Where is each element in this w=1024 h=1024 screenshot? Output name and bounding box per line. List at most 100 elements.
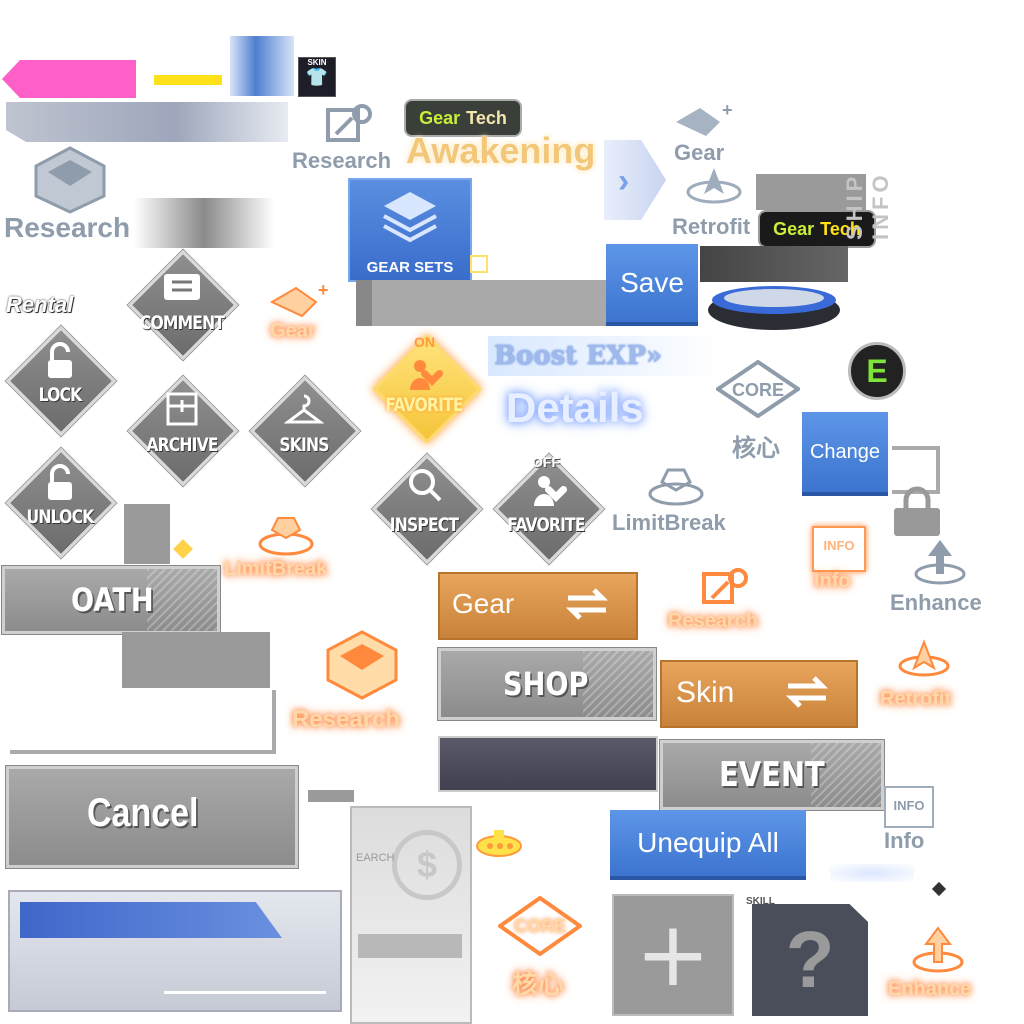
core-orange-zh: 核心: [512, 970, 565, 1000]
research-orange-right-label: Research: [668, 610, 759, 632]
padlock-icon: [40, 464, 80, 500]
cancel-button[interactable]: Cancel: [6, 766, 298, 868]
gray-panel-under-oath: [122, 632, 270, 688]
limitbreak-gray-icon[interactable]: [646, 464, 706, 514]
retrofit-orange-icon[interactable]: [896, 638, 952, 688]
gear-swap-button[interactable]: Gear: [438, 572, 638, 640]
layers-icon: [383, 192, 437, 243]
skin-badge-label: SKIN: [307, 58, 327, 67]
blue-progress-fill: [20, 902, 282, 938]
rental-label: Rental: [6, 292, 74, 317]
research-orange-cube-icon[interactable]: [326, 630, 398, 700]
retrofit-top-label: Retrofit: [672, 214, 751, 239]
shop-label: SHOP: [503, 665, 589, 703]
details-label[interactable]: Details: [506, 384, 644, 431]
white-line-accent: [164, 991, 326, 994]
limitbreak-orange-icon[interactable]: [256, 512, 316, 562]
lock-label: LOCK: [38, 384, 83, 406]
archive-icon: [162, 390, 202, 426]
limitbreak-orange-label: LimitBreak: [224, 558, 328, 580]
gear-orange-icon[interactable]: +: [266, 280, 332, 322]
gray-bar-under-gearsets: [356, 280, 606, 326]
ship-info-vertical-label: SHIP INFO: [842, 171, 893, 240]
enhance-gray-label: Enhance: [890, 590, 982, 615]
event-label: EVENT: [719, 755, 825, 795]
research-cube-icon[interactable]: [34, 146, 106, 214]
core-orange-icon[interactable]: CORE: [496, 895, 584, 957]
gear-sets-button[interactable]: GEAR SETS: [348, 178, 472, 282]
oath-button[interactable]: OATH: [2, 566, 220, 634]
info-orange-label: Info: [814, 570, 851, 592]
silver-banner-bar: [6, 102, 288, 142]
platform-pedestal-icon: [704, 280, 844, 332]
dollar-coin-icon: $: [392, 830, 462, 900]
comment-icon: [162, 272, 202, 306]
search-card: $ EARCH: [350, 806, 472, 1024]
small-gray-tab: [308, 790, 354, 802]
favorite-off-diamond-button[interactable]: [493, 453, 605, 565]
retrofit-icon[interactable]: [684, 164, 744, 216]
oath-label: OATH: [71, 581, 154, 619]
gray-frame-line: [10, 690, 276, 754]
swap-arrows-icon: [565, 588, 609, 620]
gear-tech-tech-1: Tech: [466, 107, 507, 128]
comment-label: COMMENT: [139, 312, 225, 334]
boost-exp-label[interactable]: Boost EXP»: [488, 336, 724, 376]
unknown-skill-slot[interactable]: ?: [752, 904, 868, 1016]
swap-arrows-icon-2: [785, 676, 829, 708]
research-left-label: Research: [4, 212, 131, 243]
favorite-off-label: FAVORITE: [507, 514, 585, 536]
core-gray-icon[interactable]: CORE: [714, 359, 802, 419]
core-gray-en: CORE: [731, 380, 784, 400]
core-orange-en: CORE: [513, 916, 566, 936]
gear-top-label: Gear: [674, 140, 725, 165]
limitbreak-gray-label: LimitBreak: [612, 510, 726, 535]
info-orange-icon[interactable]: INFO: [812, 526, 866, 572]
gray-gradient-strip: [134, 198, 274, 248]
research-icon[interactable]: [322, 100, 378, 150]
unequip-all-button[interactable]: Unequip All: [610, 810, 806, 880]
retrofit-orange-label: Retrofit: [880, 688, 952, 710]
skin-swap-button[interactable]: Skin: [660, 660, 858, 728]
skill-tag: SKILL: [746, 896, 775, 907]
blue-glow-smudge: [830, 864, 914, 882]
blue-progress-card: [8, 890, 342, 1012]
archive-label: ARCHIVE: [146, 434, 218, 456]
yellow-diamond-small-icon: [173, 539, 193, 559]
e-badge-icon: E: [848, 342, 906, 400]
search-card-bar: [358, 934, 462, 958]
heart-person-gray-icon: [528, 474, 568, 508]
favorite-on-label: FAVORITE: [385, 394, 463, 416]
gear-icon[interactable]: +: [670, 100, 736, 142]
awakening-label: Awakening: [406, 130, 596, 171]
info-orange-tag: INFO: [823, 538, 855, 553]
yellow-indicator-bar: [154, 75, 222, 85]
enhance-orange-icon[interactable]: [910, 926, 966, 976]
add-slot-button[interactable]: +: [612, 894, 734, 1016]
event-button[interactable]: EVENT: [660, 740, 884, 810]
yellow-square-icon: [470, 255, 488, 273]
save-button[interactable]: Save: [606, 244, 698, 326]
gray-panel-behind-geartech: [756, 174, 866, 210]
cancel-label: Cancel: [87, 791, 199, 835]
hanger-icon: [283, 390, 325, 424]
heart-person-icon: [404, 358, 444, 392]
change-button[interactable]: Change: [802, 412, 888, 496]
gear-swap-label: Gear: [452, 588, 515, 619]
shop-button[interactable]: SHOP: [438, 648, 656, 720]
info-gray-icon[interactable]: INFO: [884, 786, 934, 828]
enhance-gray-icon[interactable]: [912, 538, 968, 588]
skin-badge-icon: SKIN 👕: [298, 57, 336, 97]
lock-gray-icon[interactable]: [890, 484, 944, 538]
gear-orange-label: Gear: [270, 320, 316, 342]
svg-text:+: +: [318, 282, 329, 300]
small-dark-diamond-icon: [931, 881, 947, 897]
gray-block-behind-oath: [124, 504, 170, 564]
gear-tech-gear-1: Gear: [419, 107, 461, 128]
inspect-label: INSPECT: [389, 514, 459, 536]
magnifier-icon: [404, 466, 444, 502]
research-orange-right-icon[interactable]: [698, 566, 754, 612]
svg-text:+: +: [722, 102, 733, 120]
chevron-right-icon[interactable]: ›: [604, 140, 666, 220]
info-gray-label: Info: [884, 828, 925, 853]
